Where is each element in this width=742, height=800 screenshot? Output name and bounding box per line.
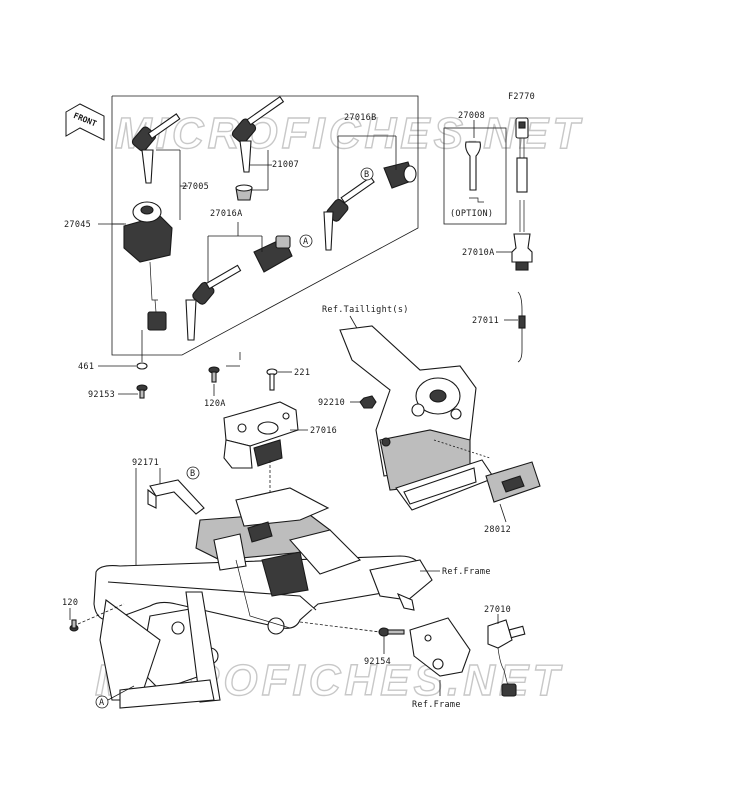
neutral-switch-icon <box>511 233 533 271</box>
key-icon <box>323 176 375 251</box>
label-92154: 92154 <box>364 657 391 667</box>
label-28012: 28012 <box>484 525 511 535</box>
watermark-top: MICROFICHES.NET <box>115 109 583 158</box>
callout-b: B <box>186 466 200 480</box>
callout-b: B <box>360 167 374 181</box>
reflector-icon <box>485 461 541 503</box>
key-icon <box>185 264 242 341</box>
label-ref-frame-2: Ref.Frame <box>412 700 461 710</box>
nut-icon <box>359 395 377 409</box>
label-27010: 27010 <box>484 605 511 615</box>
screw-icon <box>136 384 148 399</box>
svg-text:A: A <box>99 698 104 708</box>
lock-cylinder-icon <box>253 235 293 273</box>
front-arrow-icon: FRONT <box>65 103 105 141</box>
label-ref-frame-1: Ref.Frame <box>442 567 491 577</box>
wire-harness-icon <box>517 291 523 363</box>
bolt-icon <box>208 366 220 383</box>
callout-a: A <box>95 695 109 709</box>
key-icon <box>131 113 181 184</box>
key-blank-icon <box>465 141 484 203</box>
label-27008: 27008 <box>458 111 485 121</box>
label-120: 120 <box>62 598 78 608</box>
label-21007: 21007 <box>272 160 299 170</box>
label-27045: 27045 <box>64 220 91 230</box>
taillight-bracket-icon <box>339 325 495 511</box>
screw-icon <box>266 368 278 391</box>
bolt-icon <box>69 619 79 632</box>
label-27016a: 27016A <box>210 209 243 219</box>
label-27016b: 27016B <box>344 113 377 123</box>
bolt-icon <box>378 627 405 637</box>
svg-text:B: B <box>190 469 195 479</box>
label-92171: 92171 <box>132 458 159 468</box>
svg-text:A: A <box>303 237 308 247</box>
label-27016: 27016 <box>310 426 337 436</box>
key-icon <box>231 96 285 173</box>
clamp-icon <box>147 479 205 515</box>
figure-code: F2770 <box>508 92 535 102</box>
svg-text:B: B <box>364 170 369 180</box>
lock-cylinder-icon <box>383 161 417 189</box>
label-120a: 120A <box>204 399 226 409</box>
key-set-box <box>111 95 419 356</box>
callout-a: A <box>299 234 313 248</box>
frame-icon <box>93 487 433 709</box>
label-option: (OPTION) <box>450 209 493 219</box>
label-461: 461 <box>78 362 94 372</box>
label-ref-taillight: Ref.Taillight(s) <box>322 305 409 315</box>
label-221: 221 <box>294 368 310 378</box>
seat-lock-icon <box>223 401 299 469</box>
connector-icon <box>515 117 529 232</box>
label-27010a: 27010A <box>462 248 495 258</box>
label-27011: 27011 <box>472 316 499 326</box>
key-cap-icon <box>235 184 253 201</box>
switch-bracket-icon <box>409 617 471 677</box>
washer-icon <box>136 362 148 370</box>
label-92153: 92153 <box>88 390 115 400</box>
label-92210: 92210 <box>318 398 345 408</box>
option-box <box>443 127 507 225</box>
ignition-switch-icon <box>123 201 173 331</box>
brake-switch-icon <box>487 619 526 697</box>
label-27005: 27005 <box>182 182 209 192</box>
